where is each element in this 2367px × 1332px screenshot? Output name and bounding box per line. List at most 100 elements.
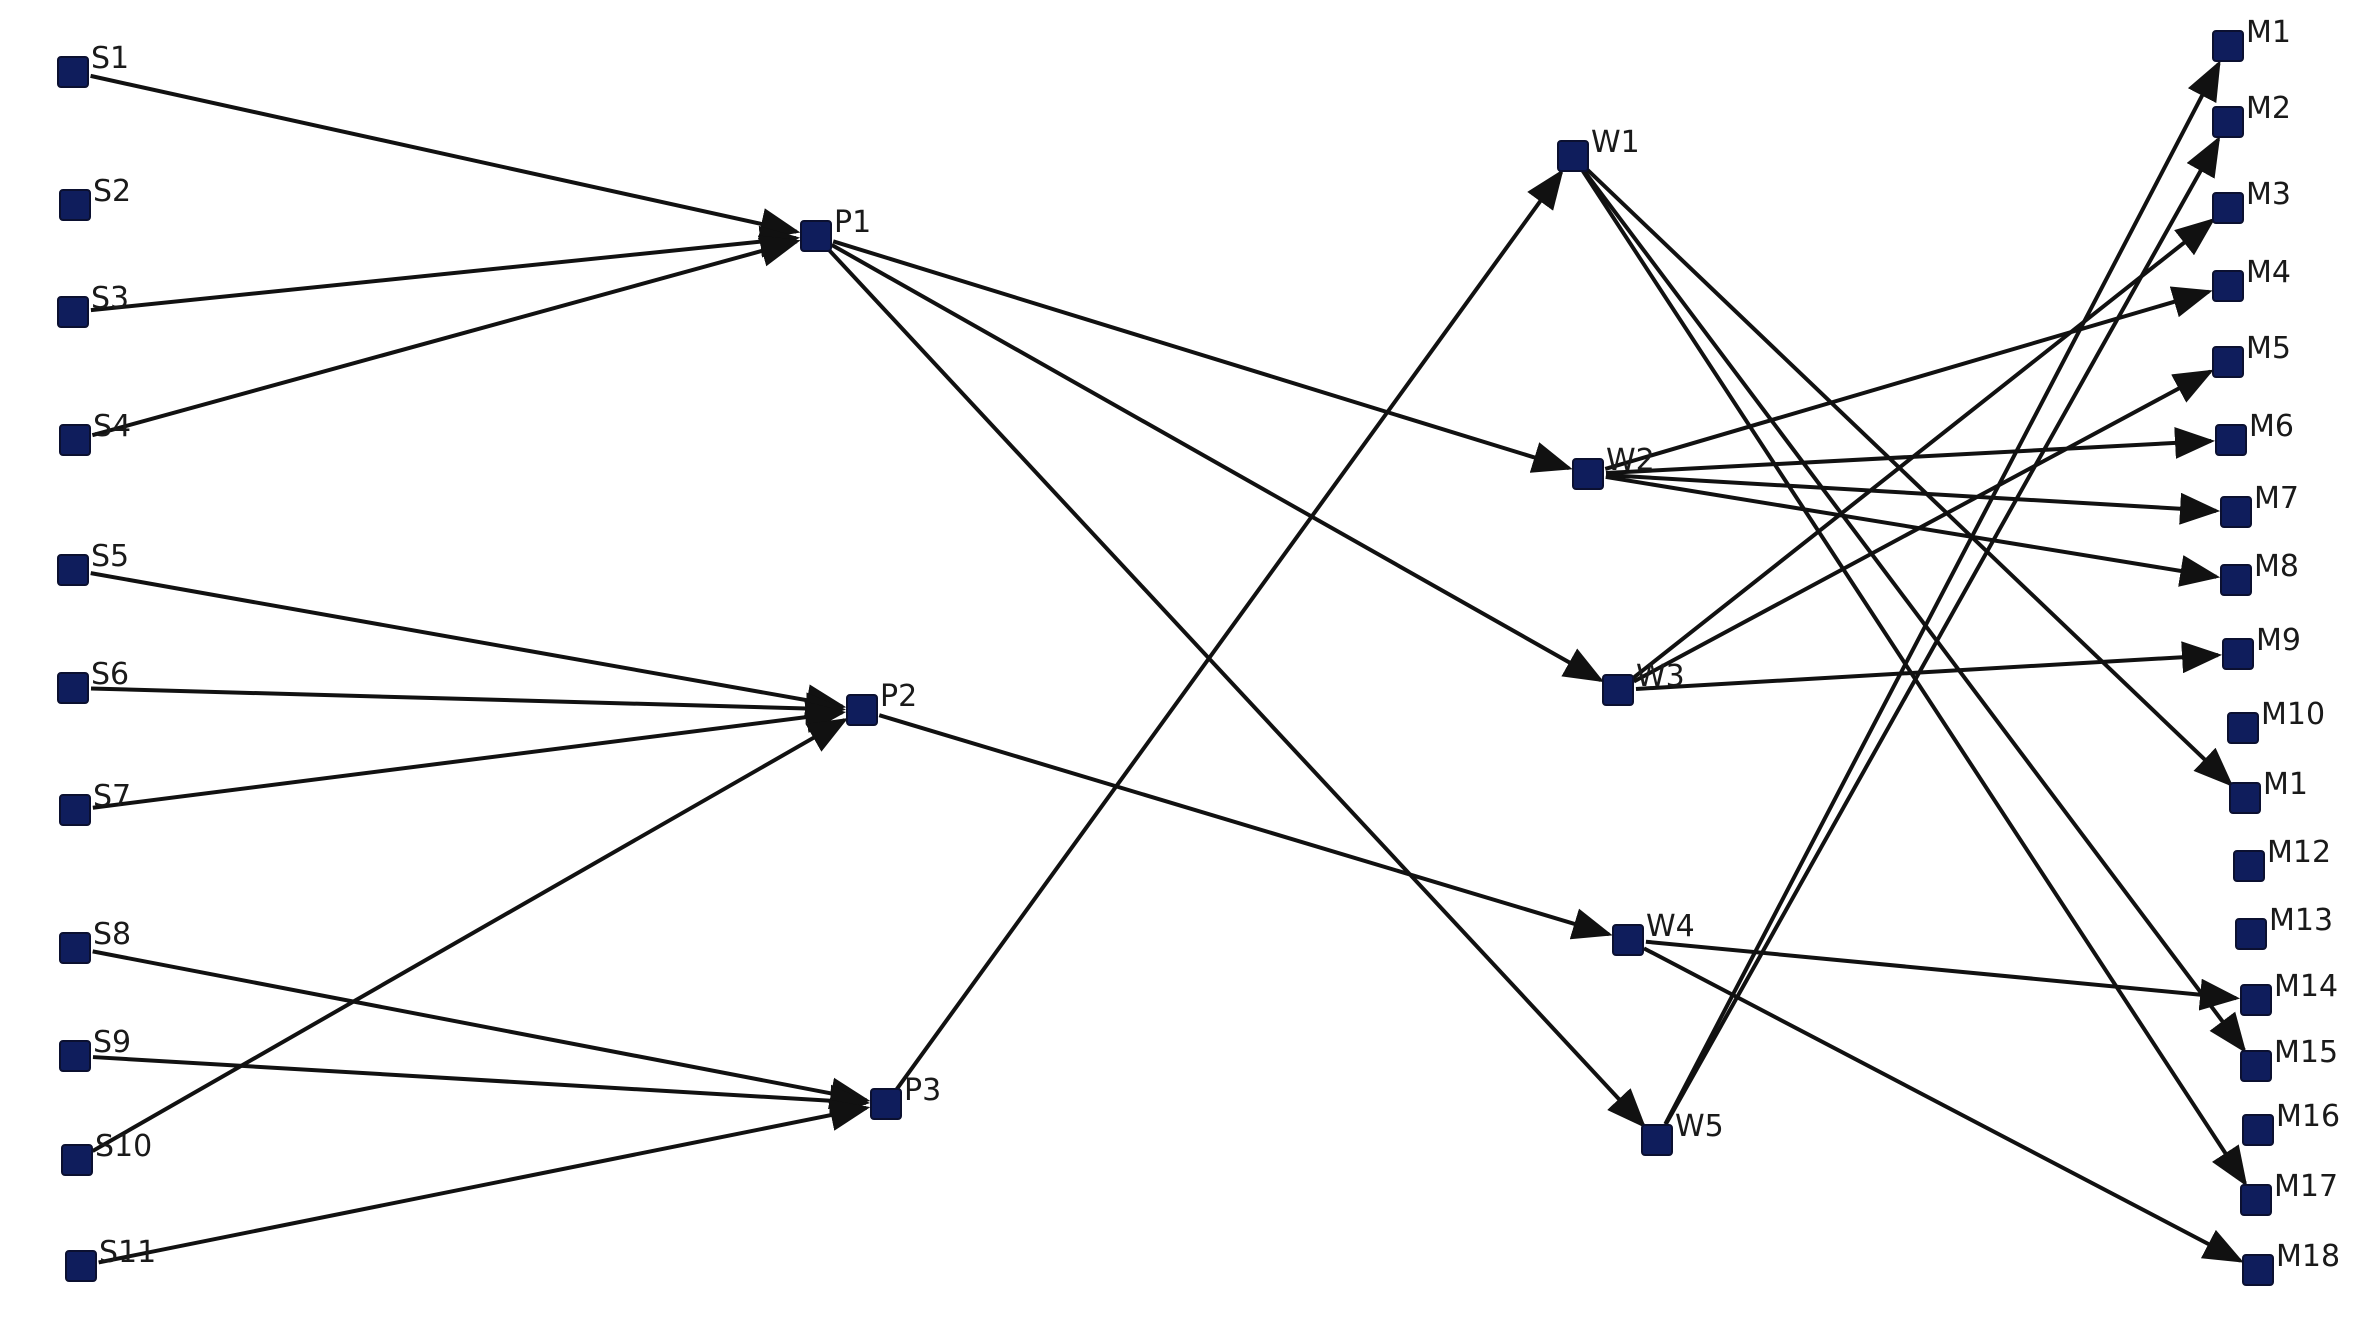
node-label-m3: M3	[2246, 177, 2291, 212]
node-s1: S1	[57, 41, 129, 88]
node-m1: M1	[2212, 15, 2291, 62]
node-box-m4	[2212, 270, 2244, 302]
node-label-p3: P3	[904, 1073, 941, 1108]
node-m11: M1	[2229, 767, 2308, 814]
edge-w3-to-m9	[1635, 641, 2223, 691]
node-s6: S6	[57, 657, 129, 704]
node-s9: S9	[59, 1025, 131, 1072]
node-m8: M8	[2220, 549, 2299, 596]
node-m3: M3	[2212, 177, 2291, 224]
node-box-s6	[57, 672, 89, 704]
node-label-m6: M6	[2249, 409, 2294, 444]
edge-w5-to-m1	[1663, 60, 2221, 1125]
node-box-m16	[2242, 1114, 2274, 1146]
node-label-m1: M1	[2246, 15, 2291, 50]
node-s8: S8	[59, 917, 131, 964]
node-m2: M2	[2212, 91, 2291, 138]
node-box-w1	[1557, 140, 1589, 172]
edge-w2-to-m4	[1604, 286, 2213, 471]
edge-w5-to-m2	[1664, 135, 2221, 1126]
edge-s8-to-p3	[92, 949, 871, 1110]
node-box-m5	[2212, 346, 2244, 378]
node-label-m10: M10	[2261, 697, 2325, 732]
edge-s4-to-p1	[91, 235, 801, 438]
edge-s11-to-p3	[98, 1099, 871, 1265]
node-box-s7	[59, 794, 91, 826]
node-label-s8: S8	[93, 917, 131, 952]
node-label-m8: M8	[2254, 549, 2299, 584]
node-box-m18	[2242, 1254, 2274, 1286]
node-box-w3	[1602, 674, 1634, 706]
node-box-m12	[2233, 850, 2265, 882]
node-label-s7: S7	[93, 779, 131, 814]
node-label-m17: M17	[2274, 1169, 2338, 1204]
edge-p3-to-w1	[894, 168, 1564, 1091]
node-label-p1: P1	[834, 205, 871, 240]
node-label-s10: S10	[95, 1129, 152, 1164]
node-label-m18: M18	[2276, 1239, 2340, 1274]
node-label-s6: S6	[91, 657, 129, 692]
node-s4: S4	[59, 409, 131, 456]
node-box-s5	[57, 554, 89, 586]
node-box-m3	[2212, 192, 2244, 224]
edge-w1-to-m15	[1582, 169, 2247, 1054]
node-box-s11	[65, 1250, 97, 1282]
node-m6: M6	[2215, 409, 2294, 456]
node-box-m9	[2222, 638, 2254, 670]
node-label-w4: W4	[1646, 909, 1695, 944]
node-box-s4	[59, 424, 91, 456]
node-box-w5	[1641, 1124, 1673, 1156]
node-w1: W1	[1557, 125, 1640, 172]
node-label-m13: M13	[2269, 903, 2333, 938]
edge-s10-to-p2	[91, 717, 849, 1153]
node-box-p2	[846, 694, 878, 726]
edge-w1-to-m11	[1584, 166, 2234, 787]
node-box-w4	[1612, 924, 1644, 956]
node-m7: M7	[2220, 481, 2299, 528]
edge-w2-to-m7	[1605, 473, 2221, 525]
node-box-m2	[2212, 106, 2244, 138]
node-box-m1	[2212, 30, 2244, 62]
edge-s5-to-p2	[90, 571, 847, 716]
node-label-s3: S3	[91, 281, 129, 316]
edge-w1-to-m17	[1581, 169, 2248, 1187]
node-label-w1: W1	[1591, 125, 1640, 160]
node-p2: P2	[846, 679, 917, 726]
edge-s3-to-p1	[90, 225, 801, 313]
node-s5: S5	[57, 539, 129, 586]
node-box-p1	[800, 220, 832, 252]
node-box-m17	[2240, 1184, 2272, 1216]
node-label-m2: M2	[2246, 91, 2291, 126]
node-p3: P3	[870, 1073, 941, 1120]
node-m13: M13	[2235, 903, 2333, 950]
edge-s7-to-p2	[92, 701, 847, 810]
node-box-m11	[2229, 782, 2261, 814]
node-label-m14: M14	[2274, 969, 2338, 1004]
node-label-s5: S5	[91, 539, 129, 574]
node-label-m9: M9	[2256, 623, 2301, 658]
node-m17: M17	[2240, 1169, 2338, 1216]
node-label-s9: S9	[93, 1025, 131, 1060]
node-w5: W5	[1641, 1109, 1724, 1156]
node-label-m7: M7	[2254, 481, 2299, 516]
node-label-m16: M16	[2276, 1099, 2340, 1134]
node-m15: M15	[2240, 1035, 2338, 1082]
node-m12: M12	[2233, 835, 2331, 882]
node-box-m13	[2235, 918, 2267, 950]
node-w2: W2	[1572, 443, 1655, 490]
node-m18: M18	[2242, 1239, 2340, 1286]
node-box-s3	[57, 296, 89, 328]
node-m16: M16	[2242, 1099, 2340, 1146]
node-s11: S11	[65, 1235, 156, 1282]
node-label-m12: M12	[2267, 835, 2331, 870]
node-label-p2: P2	[880, 679, 917, 714]
node-label-w5: W5	[1675, 1109, 1724, 1144]
node-label-m4: M4	[2246, 255, 2291, 290]
edge-s9-to-p3	[92, 1055, 871, 1117]
node-box-s1	[57, 56, 89, 88]
node-label-s2: S2	[93, 174, 131, 209]
node-label-s11: S11	[99, 1235, 156, 1270]
node-box-s2	[59, 189, 91, 221]
node-s10: S10	[61, 1129, 152, 1176]
